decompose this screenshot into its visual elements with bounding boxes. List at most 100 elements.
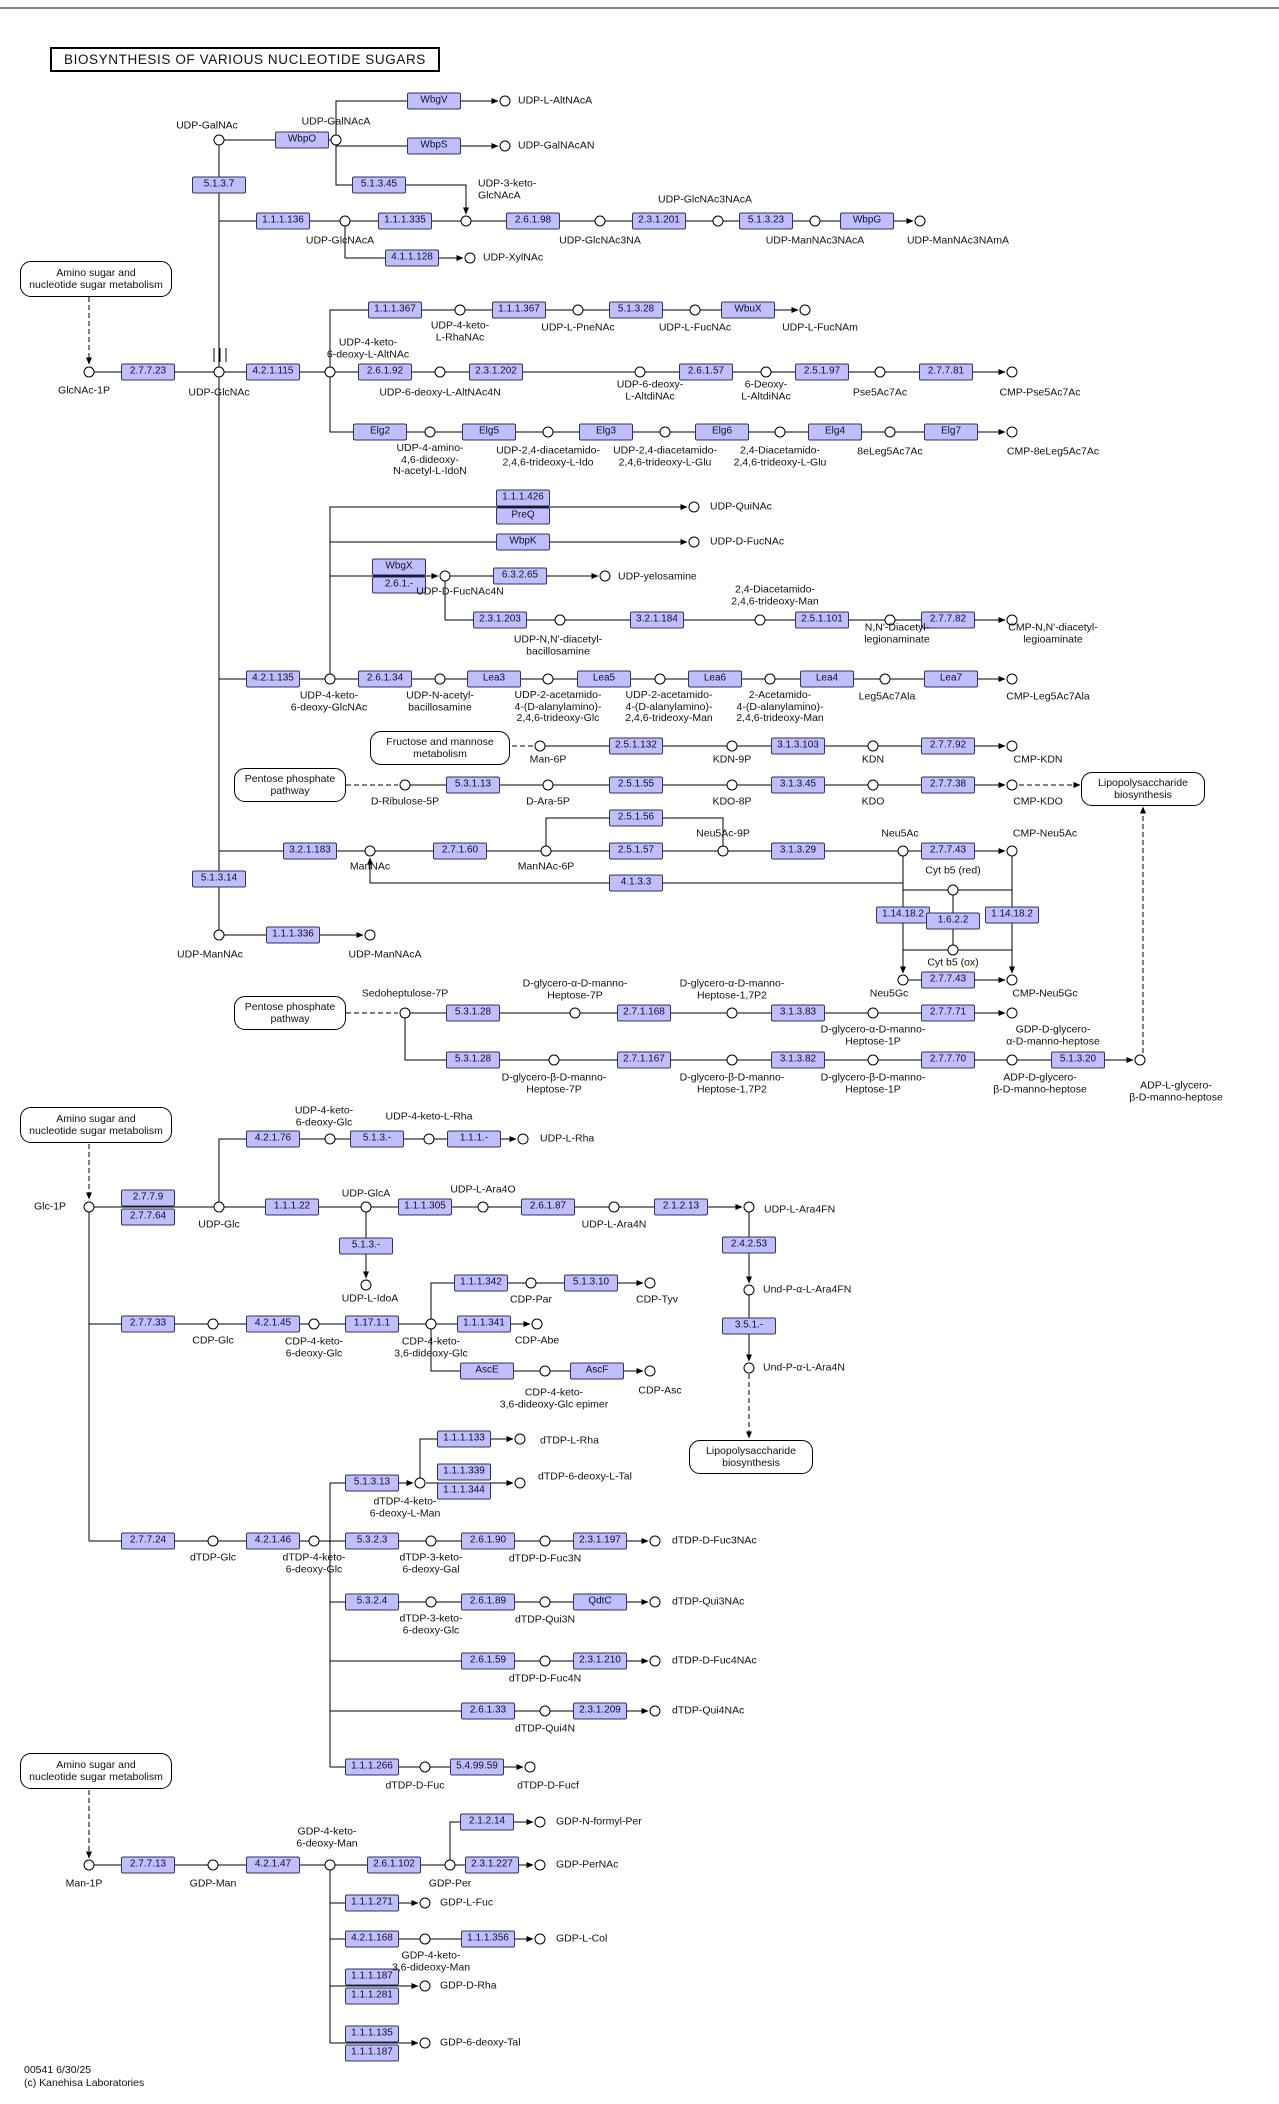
compound-circle[interactable] [726,1054,738,1066]
compound-circle[interactable] [1006,974,1018,986]
enzyme-box[interactable]: 4.1.3.3 [609,874,663,892]
enzyme-box[interactable]: 5.3.2.3 [345,1532,399,1550]
enzyme-box[interactable]: 3.1.3.29 [771,842,825,860]
enzyme-box[interactable]: 5.3.1.13 [446,776,500,794]
compound-circle[interactable] [1006,366,1018,378]
compound-circle[interactable] [649,1705,661,1717]
compound-circle[interactable] [425,1535,437,1547]
compound-circle[interactable] [659,426,671,438]
compound-circle[interactable] [897,845,909,857]
compound-circle[interactable] [1006,1007,1018,1019]
compound-circle[interactable] [83,1201,95,1213]
enzyme-box[interactable]: 4.2.1.47 [246,1856,300,1874]
compound-circle[interactable] [897,974,909,986]
compound-circle[interactable] [419,1761,431,1773]
enzyme-box[interactable]: Elg2 [353,423,407,441]
compound-circle[interactable] [414,1477,426,1489]
pathway-link[interactable]: Amino sugar and nucleotide sugar metabol… [20,261,172,297]
enzyme-box[interactable]: 2.7.1.168 [617,1004,671,1022]
enzyme-box[interactable]: 2.1.2.14 [460,1813,514,1831]
enzyme-box[interactable]: 1.1.1.342 [454,1274,508,1292]
enzyme-box[interactable]: 2.3.1.227 [465,1856,519,1874]
enzyme-box[interactable]: Elg3 [579,423,633,441]
enzyme-box[interactable]: 5.3.1.28 [446,1051,500,1069]
enzyme-box[interactable]: 4.2.1.168 [345,1930,399,1948]
enzyme-box[interactable]: 2.7.7.92 [921,737,975,755]
enzyme-box[interactable]: 2.7.7.71 [921,1004,975,1022]
compound-circle[interactable] [743,1201,755,1213]
enzyme-box[interactable]: 1.1.1.367 [492,301,546,319]
pathway-link[interactable]: Fructose and mannose metabolism [370,731,510,765]
enzyme-box[interactable]: Lea7 [924,670,978,688]
compound-circle[interactable] [914,215,926,227]
enzyme-box[interactable]: 1.6.2.2 [926,912,980,930]
enzyme-box[interactable]: 4.2.1.135 [246,670,300,688]
compound-circle[interactable] [213,134,225,146]
compound-circle[interactable] [539,1535,551,1547]
compound-circle[interactable] [712,215,724,227]
compound-circle[interactable] [884,614,896,626]
enzyme-box[interactable]: 2.7.7.64 [121,1208,175,1226]
compound-circle[interactable] [867,740,879,752]
enzyme-box[interactable]: 5.1.3.28 [609,301,663,319]
compound-circle[interactable] [434,366,446,378]
pathway-link[interactable]: Lipopolysaccharide biosynthesis [1081,772,1205,806]
compound-circle[interactable] [634,366,646,378]
enzyme-box[interactable]: 2.3.1.209 [573,1702,627,1720]
compound-circle[interactable] [534,1933,546,1945]
compound-circle[interactable] [539,1365,551,1377]
pathway-link[interactable]: Amino sugar and nucleotide sugar metabol… [20,1107,172,1143]
compound-circle[interactable] [399,779,411,791]
compound-circle[interactable] [649,1655,661,1667]
enzyme-box[interactable]: 1.1.1.266 [345,1758,399,1776]
compound-circle[interactable] [760,366,772,378]
enzyme-box[interactable]: 2.6.1.89 [461,1593,515,1611]
enzyme-box[interactable]: 2.6.1.33 [461,1702,515,1720]
compound-circle[interactable] [947,944,959,956]
compound-circle[interactable] [514,1433,526,1445]
compound-circle[interactable] [324,1133,336,1145]
compound-circle[interactable] [477,1201,489,1213]
enzyme-box[interactable]: 5.3.1.28 [446,1004,500,1022]
enzyme-box[interactable]: 2.6.1.87 [521,1198,575,1216]
compound-circle[interactable] [540,845,552,857]
enzyme-box[interactable]: 2.3.1.203 [473,611,527,629]
compound-circle[interactable] [754,614,766,626]
enzyme-box[interactable]: 4.2.1.46 [246,1532,300,1550]
compound-circle[interactable] [717,845,729,857]
enzyme-box[interactable]: 5.1.3.10 [564,1274,618,1292]
compound-circle[interactable] [419,1980,431,1992]
compound-circle[interactable] [947,884,959,896]
compound-circle[interactable] [213,929,225,941]
enzyme-box[interactable]: 2.1.2.13 [654,1198,708,1216]
enzyme-box[interactable]: 2.7.7.81 [919,363,973,381]
compound-circle[interactable] [1006,673,1018,685]
enzyme-box[interactable]: 5.1.3.14 [192,870,246,888]
compound-circle[interactable] [534,1816,546,1828]
compound-circle[interactable] [308,1318,320,1330]
enzyme-box[interactable]: WbgX [372,558,426,576]
enzyme-box[interactable]: 3.1.3.103 [771,737,825,755]
compound-circle[interactable] [688,536,700,548]
compound-circle[interactable] [1006,426,1018,438]
enzyme-box[interactable]: 4.2.1.45 [246,1315,300,1333]
enzyme-box[interactable]: 2.6.1.102 [367,1856,421,1874]
compound-circle[interactable] [594,215,606,227]
compound-circle[interactable] [364,929,376,941]
enzyme-box[interactable]: 2.6.1.57 [679,363,733,381]
compound-circle[interactable] [434,673,446,685]
enzyme-box[interactable]: 1.1.1.339 [437,1463,491,1481]
enzyme-box[interactable]: 5.1.3.7 [192,176,246,194]
compound-circle[interactable] [554,614,566,626]
compound-circle[interactable] [644,1365,656,1377]
compound-circle[interactable] [531,1318,543,1330]
compound-circle[interactable] [419,1897,431,1909]
compound-circle[interactable] [207,1318,219,1330]
pathway-link[interactable]: Pentose phosphate pathway [234,996,346,1030]
compound-circle[interactable] [726,779,738,791]
enzyme-box[interactable]: WbpO [275,131,329,149]
enzyme-box[interactable]: 2.5.1.55 [609,776,663,794]
compound-circle[interactable] [774,426,786,438]
enzyme-box[interactable]: Elg7 [924,423,978,441]
enzyme-box[interactable]: 2.5.1.97 [795,363,849,381]
